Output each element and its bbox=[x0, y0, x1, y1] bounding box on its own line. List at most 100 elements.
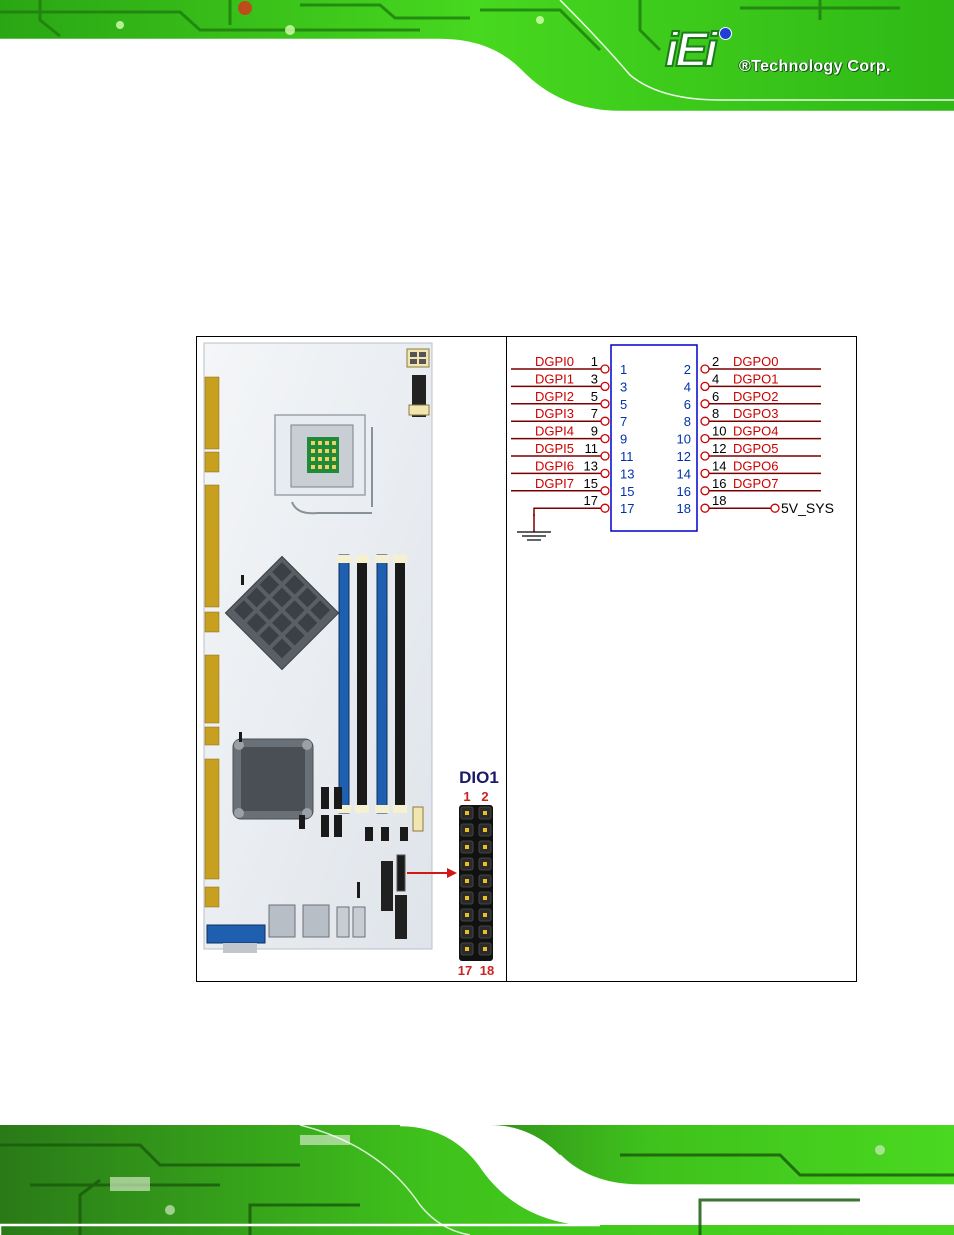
pin-terminal-icon bbox=[600, 381, 610, 392]
pin-1-label: 1 bbox=[463, 789, 470, 804]
dio-pin bbox=[483, 896, 487, 900]
power-label: 5V_SYS bbox=[781, 500, 834, 516]
northbridge-heatsink bbox=[224, 555, 340, 671]
header-block bbox=[395, 895, 407, 939]
header-banner: iEi ®Technology Corp. bbox=[0, 0, 954, 112]
pin-terminal-icon bbox=[700, 364, 710, 374]
pin-terminal-icon bbox=[600, 451, 610, 461]
board-illustration: DIO1 1 2 17 18 bbox=[197, 337, 506, 981]
cpu-socket bbox=[274, 414, 373, 515]
dio-pin bbox=[483, 845, 487, 849]
signal-label-right: DGPO2 bbox=[733, 389, 779, 404]
pin-number-outer-left: 17 bbox=[584, 493, 598, 508]
dio1-enlarged-connector bbox=[459, 805, 493, 961]
signal-label-left: DGPI2 bbox=[535, 389, 574, 404]
dio-pin bbox=[483, 947, 487, 951]
pin-number-outer-right: 2 bbox=[712, 354, 719, 369]
power-terminal-icon bbox=[770, 503, 780, 513]
power-connector bbox=[406, 348, 430, 368]
pin-number-inner-right: 12 bbox=[677, 449, 691, 464]
signal-label-right: DGPO3 bbox=[733, 406, 779, 421]
figure-divider bbox=[506, 337, 507, 981]
dio-pin bbox=[465, 896, 469, 900]
pin-number-outer-right: 4 bbox=[712, 371, 719, 386]
pin-terminal-icon bbox=[600, 364, 610, 374]
dio-pin bbox=[465, 828, 469, 832]
pin-number-inner-right: 10 bbox=[677, 432, 691, 447]
sata-connectors bbox=[321, 787, 342, 837]
circuit-board-banner-graphic bbox=[0, 0, 954, 112]
logo-dot-icon bbox=[719, 27, 732, 40]
figure-frame bbox=[196, 336, 857, 982]
pin-number-inner-left: 11 bbox=[620, 449, 634, 464]
pin-number-inner-right: 2 bbox=[684, 362, 691, 377]
pin-terminal-icon bbox=[700, 381, 710, 392]
dio-pin bbox=[465, 947, 469, 951]
pin-number-inner-right: 6 bbox=[684, 397, 691, 412]
dio-pin bbox=[465, 879, 469, 883]
signal-label-left: DGPI1 bbox=[535, 371, 574, 386]
signal-label-left: DGPI7 bbox=[535, 476, 574, 491]
pin-number-outer-left: 9 bbox=[591, 424, 598, 439]
pin-terminal-icon bbox=[700, 451, 710, 461]
pin-number-outer-right: 12 bbox=[712, 441, 726, 456]
dio-pin bbox=[465, 862, 469, 866]
pin-number-outer-left: 13 bbox=[584, 458, 598, 473]
pin-number-inner-right: 4 bbox=[684, 379, 691, 394]
signal-label-left: DGPI6 bbox=[535, 458, 574, 473]
vga-bracket bbox=[223, 943, 257, 953]
dio1-label: DIO1 bbox=[459, 768, 499, 787]
logo-mark: iEi bbox=[664, 24, 719, 78]
pin-number-inner-left: 5 bbox=[620, 397, 627, 412]
pin-number-inner-right: 18 bbox=[677, 501, 691, 516]
dio-pin bbox=[483, 930, 487, 934]
pin-number-inner-right: 14 bbox=[677, 466, 691, 481]
dio1-header-on-board bbox=[396, 854, 406, 892]
pin-terminal-icon bbox=[700, 433, 710, 444]
pin-terminal-icon bbox=[700, 503, 710, 513]
dio-pin bbox=[483, 811, 487, 815]
pin-2-label: 2 bbox=[481, 789, 488, 804]
vga-connector bbox=[206, 924, 266, 944]
southbridge-heatsink bbox=[232, 738, 314, 820]
pin-number-inner-left: 15 bbox=[620, 484, 634, 499]
pin-number-inner-left: 13 bbox=[620, 466, 634, 481]
pin-number-outer-right: 8 bbox=[712, 406, 719, 421]
pin-terminal-icon bbox=[600, 468, 610, 479]
arrow-head-icon bbox=[447, 868, 457, 878]
pin-terminal-icon bbox=[600, 399, 610, 409]
dio-pin bbox=[483, 828, 487, 832]
signal-label-right: DGPO6 bbox=[733, 458, 779, 473]
pin-terminal-icon bbox=[700, 486, 710, 496]
pin-terminal-icon bbox=[600, 433, 610, 444]
pin-terminal-icon bbox=[700, 468, 710, 479]
signal-label-right: DGPO1 bbox=[733, 371, 779, 386]
pin-number-outer-right: 18 bbox=[712, 493, 726, 508]
company-name: ®Technology Corp. bbox=[739, 58, 891, 75]
memory-slots bbox=[337, 554, 407, 814]
edge-connector bbox=[204, 376, 220, 908]
pin-number-inner-left: 9 bbox=[620, 432, 627, 447]
pin-number-outer-right: 14 bbox=[712, 458, 726, 473]
dio-pin bbox=[465, 811, 469, 815]
dio-pin bbox=[483, 879, 487, 883]
signal-label-right: DGPO0 bbox=[733, 354, 779, 369]
signal-label-left: DGPI4 bbox=[535, 424, 574, 439]
dio-pin bbox=[483, 862, 487, 866]
pin-17-label: 17 bbox=[458, 963, 472, 978]
pin-terminal-icon bbox=[600, 503, 610, 513]
fan-connector bbox=[408, 404, 430, 416]
pin-number-outer-right: 6 bbox=[712, 389, 719, 404]
pin-number-outer-right: 16 bbox=[712, 476, 726, 491]
pin-number-inner-left: 3 bbox=[620, 379, 627, 394]
connector-body bbox=[610, 344, 698, 532]
ide-connector bbox=[381, 861, 393, 911]
pin-number-outer-left: 3 bbox=[591, 371, 598, 386]
io-connectors bbox=[268, 904, 366, 938]
signal-label-right: DGPO5 bbox=[733, 441, 779, 456]
small-connector bbox=[412, 806, 424, 832]
dio-pin bbox=[465, 845, 469, 849]
pin-18-label: 18 bbox=[480, 963, 494, 978]
pin-number-outer-right: 10 bbox=[712, 424, 726, 439]
